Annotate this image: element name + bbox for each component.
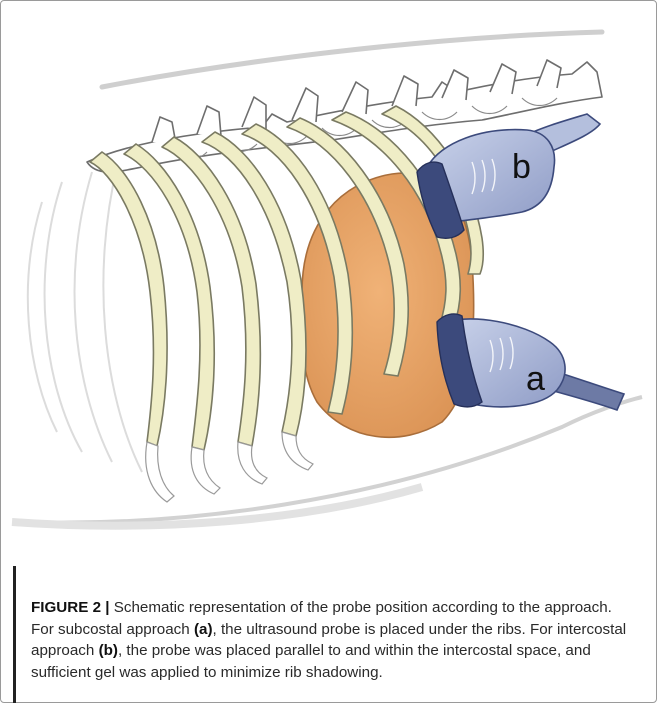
caption-ref-a: (a) xyxy=(194,621,213,638)
probe-b: b xyxy=(417,114,600,238)
probe-b-label: b xyxy=(512,148,531,186)
rib-1 xyxy=(90,152,167,446)
rib-2 xyxy=(124,144,214,450)
probe-a: a xyxy=(437,314,624,410)
figure-label: FIGURE 2 | xyxy=(31,599,110,616)
faint-ribs xyxy=(28,167,142,472)
probe-a-label: a xyxy=(526,360,545,398)
figure-caption: FIGURE 2 | Schematic representation of t… xyxy=(31,597,631,683)
caption-accent-bar xyxy=(13,566,16,703)
caption-ref-b: (b) xyxy=(99,642,118,659)
figure-illustration: b a xyxy=(2,2,655,562)
